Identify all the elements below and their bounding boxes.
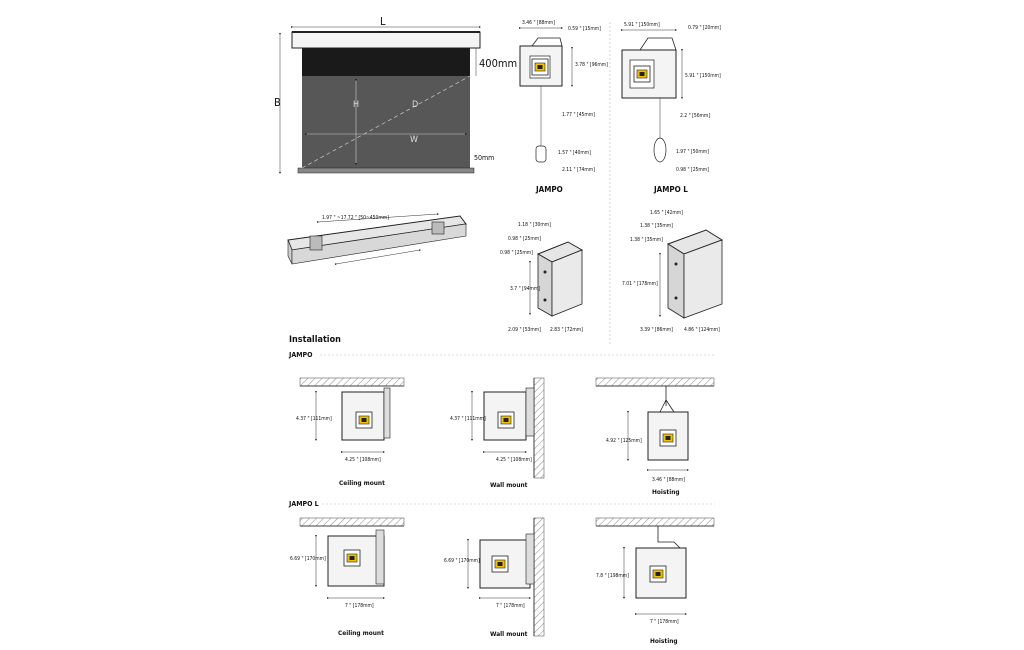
installation-jampo-l-label: JAMPO L	[288, 500, 319, 508]
r1-c1-h: 4.37 " [111mm]	[296, 416, 332, 422]
screen-b-label: B	[274, 96, 281, 109]
jampo-pendant-h: 1.57 " [40mm]	[558, 150, 591, 156]
r1-c3-w: 3.46 " [88mm]	[652, 477, 685, 483]
jampo-pendant-w: 2.11 " [74mm]	[562, 167, 595, 173]
jampo-l-hoisting: 7.8 " [198mm] 7 " [178mm] Hoisting	[595, 517, 715, 645]
jampo-l-ceiling-mount: 6.69 " [170mm] 7 " [178mm] Ceiling mount	[290, 517, 405, 637]
jampo-ceiling-mount: 4.37 " [111mm] 4.25 " [108mm] Ceiling mo…	[296, 377, 405, 487]
lb-d2: 1.38 " [35mm]	[640, 223, 673, 229]
r2-c3-w: 7 " [178mm]	[650, 619, 679, 625]
jampo-wall-mount: 4.37 " [111mm] 4.25 " [108mm] Wall mount	[450, 377, 545, 489]
screen-l-label: L	[380, 15, 386, 28]
r2-c2-h: 6.69 " [170mm]	[444, 558, 480, 564]
r2-c1-caption: Ceiling mount	[338, 629, 384, 637]
projection-screen-diagram: H D W L B 400mm 50mm	[274, 15, 517, 174]
r1-c1-w: 4.25 " [108mm]	[345, 457, 381, 463]
screen-housing	[291, 31, 481, 49]
jampo-title: JAMPO	[535, 185, 563, 194]
jampo-l-cord: 2.2 " [56mm]	[680, 113, 710, 119]
lb-d3: 1.38 " [35mm]	[630, 237, 663, 243]
installation-jampo-label: JAMPO	[288, 351, 313, 359]
r2-c3-caption: Hoisting	[650, 637, 678, 645]
r2-c3-h: 7.8 " [198mm]	[596, 573, 629, 579]
sb-d2: 0.98 " [25mm]	[508, 236, 541, 242]
lb-d4: 7.01 " [178mm]	[622, 281, 658, 287]
screen-w-label: W	[410, 135, 418, 145]
screen-top-drop	[302, 48, 470, 76]
r1-c2-caption: Wall mount	[490, 481, 528, 489]
jampo-l-wall-mount: 6.69 " [170mm] 7 " [178mm] Wall mount	[444, 517, 545, 638]
installation-heading: Installation	[289, 335, 341, 345]
r2-c1-h: 6.69 " [170mm]	[290, 556, 326, 562]
jampo-l-height: 5.91 " [150mm]	[685, 73, 721, 79]
jampo-l-pendant-w: 0.98 " [25mm]	[676, 167, 709, 173]
bracket-range-label: 1.97 " ~17.72 " [50~450mm]	[322, 215, 389, 221]
sb-d1: 1.18 " [30mm]	[518, 222, 551, 228]
r1-c2-w: 4.25 " [108mm]	[496, 457, 532, 463]
r2-c2-caption: Wall mount	[490, 630, 528, 638]
jampo-motor-diagram: 3.46 " [88mm] 0.59 " [15mm] 3.78 " [96mm…	[519, 20, 608, 194]
jampo-l-pendant-h: 1.97 " [50mm]	[676, 149, 709, 155]
lb-d1: 1.65 " [42mm]	[650, 210, 683, 216]
jampo-l-width: 5.91 " [150mm]	[624, 22, 660, 28]
jampo-l-title: JAMPO L	[653, 185, 688, 194]
r1-c2-h: 4.37 " [111mm]	[450, 416, 486, 422]
sb-d6: 2.83 " [72mm]	[550, 327, 583, 333]
r2-c2-w: 7 " [178mm]	[496, 603, 525, 609]
sb-d5: 2.09 " [53mm]	[508, 327, 541, 333]
screen-drop-top: 400mm	[479, 57, 517, 70]
jampo-height: 3.78 " [96mm]	[575, 62, 608, 68]
r2-c1-w: 7 " [178mm]	[345, 603, 374, 609]
small-bracket-diagram: 1.18 " [30mm] 0.98 " [25mm] 0.98 " [25mm…	[500, 222, 583, 333]
lb-d6: 4.86 " [124mm]	[684, 327, 720, 333]
r1-c3-h: 4.92 " [125mm]	[606, 438, 642, 444]
jampo-width: 3.46 " [88mm]	[522, 20, 555, 26]
r1-c1-caption: Ceiling mount	[339, 479, 385, 487]
sb-d4: 3.7 " [94mm]	[510, 286, 540, 292]
jampo-cord: 1.77 " [45mm]	[562, 112, 595, 118]
r1-c3-caption: Hoisting	[652, 488, 680, 496]
jampo-l-top-gap: 0.79 " [20mm]	[688, 25, 721, 31]
screen-h-label: H	[353, 100, 359, 110]
large-bracket-diagram: 1.65 " [42mm] 1.38 " [35mm] 1.38 " [35mm…	[622, 210, 724, 333]
jampo-top-gap: 0.59 " [15mm]	[568, 26, 601, 32]
jampo-hoisting: 4.92 " [125mm] 3.46 " [88mm] Hoisting	[595, 377, 715, 496]
screen-d-label: D	[412, 100, 418, 110]
bracket-rail-diagram: 1.97 " ~17.72 " [50~450mm]	[287, 213, 467, 266]
sb-d3: 0.98 " [25mm]	[500, 250, 533, 256]
screen-drop-bottom: 50mm	[474, 154, 494, 162]
lb-d5: 3.39 " [86mm]	[640, 327, 673, 333]
jampo-l-motor-diagram: 5.91 " [150mm] 0.79 " [20mm] 5.91 " [150…	[621, 22, 721, 194]
